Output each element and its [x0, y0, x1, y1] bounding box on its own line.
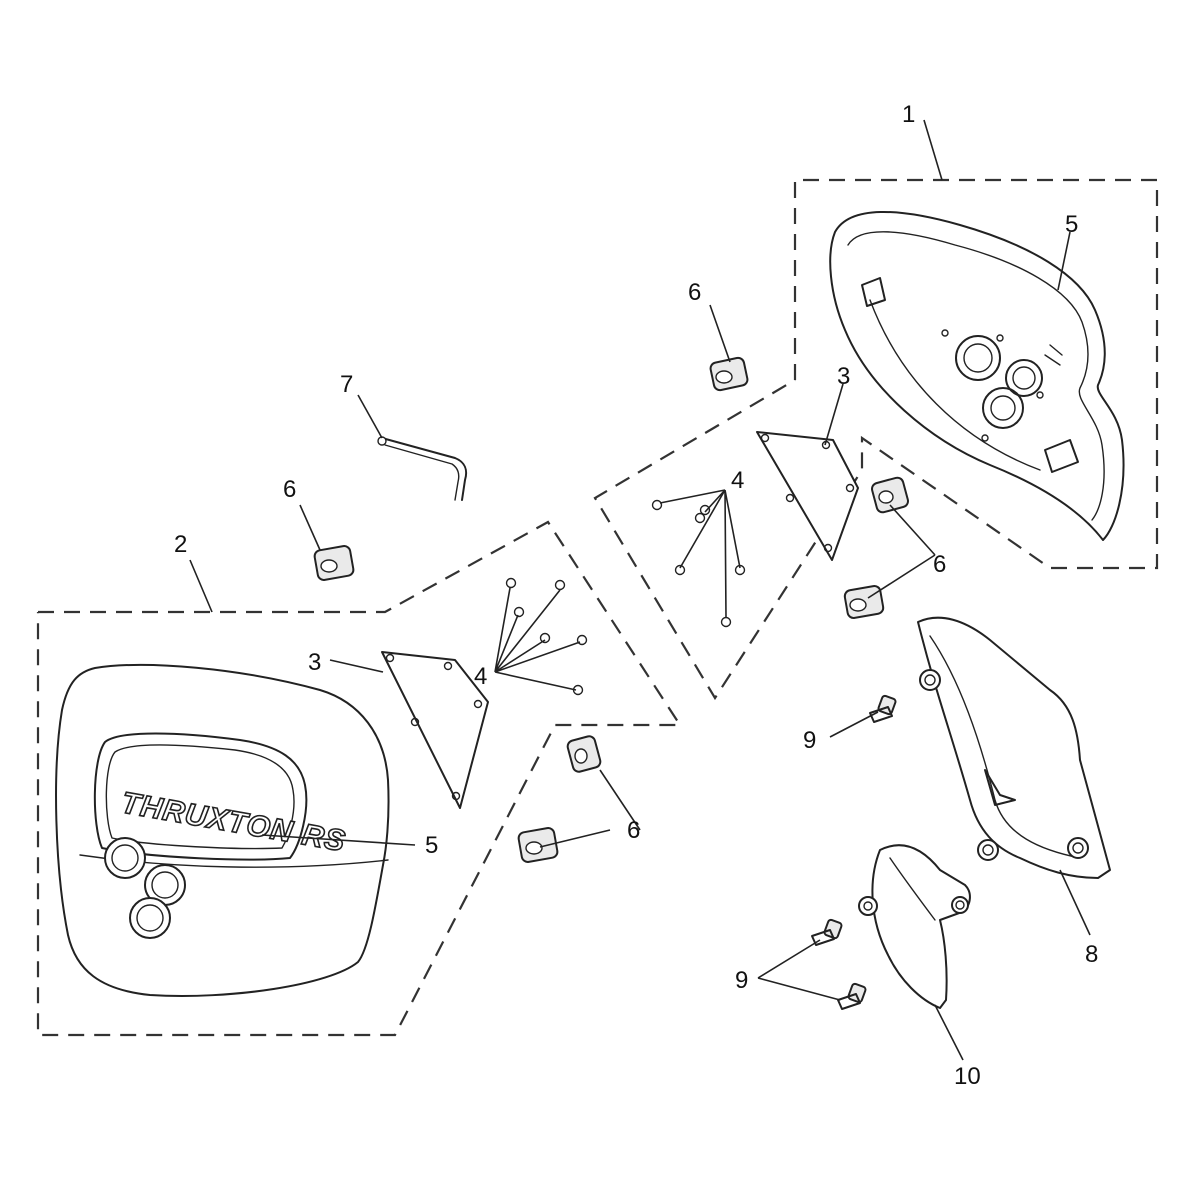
- screw-lower: [837, 982, 867, 1010]
- left-side-cover: THRUXTON RS: [55, 663, 390, 997]
- screws: [811, 694, 897, 1010]
- pin: [377, 436, 468, 501]
- chain-guard: [858, 844, 971, 1009]
- callout-4-lower: 4: [474, 663, 487, 690]
- callout-10: 10: [954, 1063, 981, 1090]
- screw-middle: [811, 918, 843, 946]
- callout-9-lower: 9: [735, 967, 748, 994]
- callout-8: 8: [1085, 941, 1098, 968]
- grommet-right-upper: [871, 476, 909, 514]
- callout-3-lower: 3: [308, 649, 321, 676]
- callout-6-left: 6: [283, 476, 296, 503]
- grommet-right-lower: [843, 585, 885, 619]
- gasket-plate-lower: [381, 651, 489, 809]
- grommet-center-upper: [566, 735, 602, 773]
- screw-upper: [869, 694, 897, 723]
- right-side-cover: [829, 211, 1125, 541]
- assembly-boundaries: [36, 178, 1159, 1037]
- callout-3-upper: 3: [837, 363, 850, 390]
- grommet-center-lower: [517, 827, 559, 863]
- leader-lines: [189, 119, 1091, 1061]
- sprocket-cover: [917, 616, 1111, 879]
- grommet-top: [709, 356, 749, 392]
- callout-5-lower: 5: [425, 832, 438, 859]
- callout-7: 7: [340, 371, 353, 398]
- callout-9-upper: 9: [803, 727, 816, 754]
- callout-6-top: 6: [688, 279, 701, 306]
- assembly-2-boundary: [36, 520, 683, 1037]
- gasket-plate-upper: [756, 431, 859, 561]
- washers-lower: [505, 577, 588, 696]
- callout-4-upper: 4: [731, 467, 744, 494]
- assembly-1-boundary: [593, 178, 1159, 701]
- callout-2: 2: [174, 531, 187, 558]
- callout-6-right: 6: [933, 551, 946, 578]
- grommet-left: [313, 545, 355, 581]
- washers-upper: [651, 499, 746, 628]
- callout-5-upper: 5: [1065, 211, 1078, 238]
- callout-1: 1: [902, 101, 915, 128]
- callout-numbers: 1 5 6 3 4 7 6 2 6 3 4 9 5 6 8 9 10: [174, 101, 1098, 1090]
- callout-6-center: 6: [627, 817, 640, 844]
